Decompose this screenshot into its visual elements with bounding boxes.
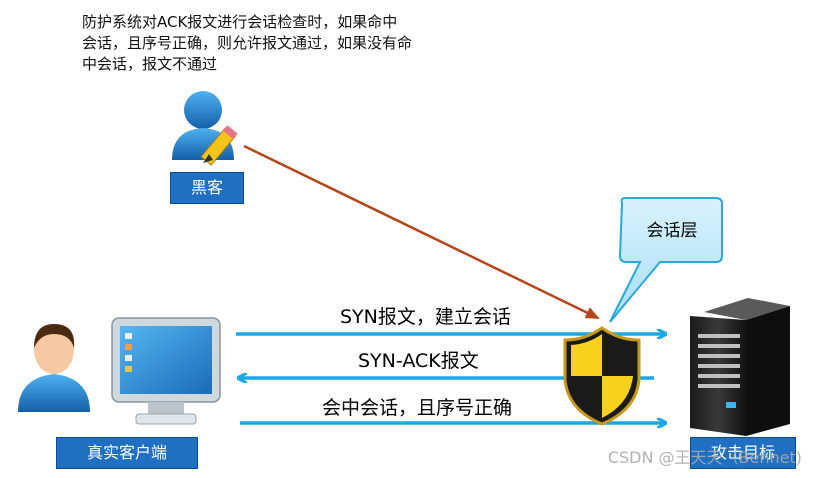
annotation-note: 防护系统对ACK报文进行会话检查时，如果命中会话，且序号正确，则允许报文通过，如… — [82, 13, 413, 73]
client-person-icon — [18, 324, 90, 412]
client-label: 真实客户端 — [56, 437, 198, 469]
hacker-label: 黑客 — [170, 172, 244, 204]
syn-label: SYN报文，建立会话 — [340, 306, 511, 328]
pencil-icon — [200, 125, 238, 166]
hacker-icon — [172, 91, 238, 166]
monitor-icon — [111, 317, 221, 425]
session-layer-bubble — [609, 197, 723, 323]
shield-icon — [563, 326, 641, 426]
attack-arrow — [243, 144, 600, 320]
hit-label: 会中会话，且序号正确 — [322, 397, 513, 419]
server-icon — [690, 298, 790, 436]
synack-label: SYN-ACK报文 — [358, 350, 479, 372]
target-label: 攻击目标 — [690, 437, 796, 469]
watermark: CSDN @王天天（Bennet) — [607, 448, 802, 467]
session-layer-label: 会话层 — [646, 221, 698, 241]
